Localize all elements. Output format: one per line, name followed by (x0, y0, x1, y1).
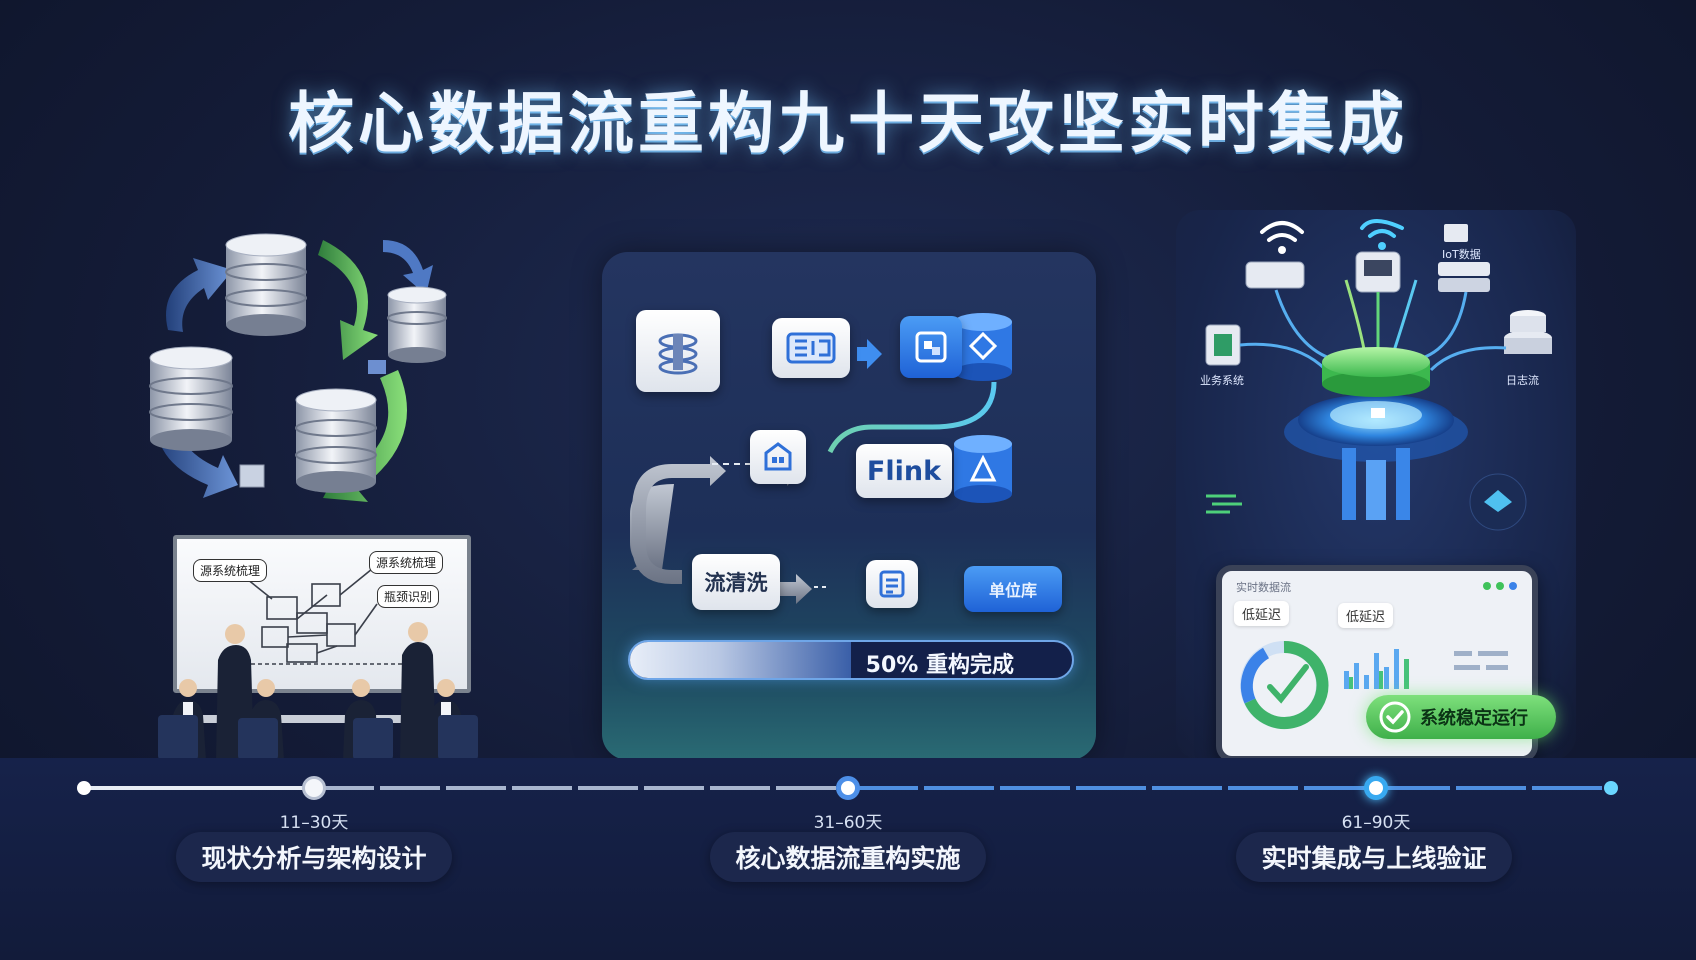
staging-node (750, 430, 806, 484)
phase1-illustration: 源系统梳理 源系统梳理 瓶颈识别 (128, 210, 518, 760)
check-circle-icon (1379, 701, 1411, 733)
ingest-node (772, 318, 850, 378)
timeline-end-dot (1604, 781, 1618, 795)
iot-label: IoT数据 (1442, 248, 1481, 261)
package-icon (764, 442, 792, 471)
timeline-track (848, 786, 1610, 790)
progress-bar: 50% 重构完成 (628, 640, 1074, 680)
phase-name: 现状分析与架构设计 (176, 832, 452, 882)
flink-label: Flink (866, 455, 942, 487)
flink-node: Flink (856, 444, 952, 498)
whiteboard-label: 源系统梳理 (193, 559, 268, 582)
timeline-marker[interactable] (302, 776, 326, 800)
phase-days: 61–90天 (1341, 813, 1411, 833)
timeline-start-dot (77, 781, 91, 795)
realtime-hub-diagram (1205, 219, 1552, 531)
data-hub-icon (658, 333, 698, 375)
window-controls-icon (1483, 582, 1517, 590)
timeline-track (314, 786, 848, 790)
database-cluster-icon (149, 233, 447, 502)
phase2-pipeline-panel: Flink 流清洗 单位库 50% 重构完成 (602, 252, 1096, 760)
stream-clean-node: 流清洗 (692, 554, 780, 610)
phase3-integration-panel: IoT数据 业务系统 日志流 实时数据流 低延迟 低延迟 系统稳定运行 (1176, 210, 1576, 762)
unit-store-label: 单位库 (988, 581, 1037, 600)
transform-node (900, 316, 962, 378)
wifi-icon (1360, 219, 1404, 238)
legend-icon (1454, 651, 1508, 670)
timeline-marker[interactable] (1364, 776, 1388, 800)
bar-chart-icon (1344, 649, 1409, 689)
validate-node (866, 560, 918, 608)
message-queue-icon (786, 332, 836, 364)
page-title: 核心数据流重构九十天攻坚实时集成 (288, 85, 1408, 162)
latency-chip: 低延迟 (1234, 601, 1290, 626)
whiteboard-label: 瓶颈识别 (377, 585, 440, 608)
meeting-team-illustration (158, 622, 478, 760)
source-node (636, 310, 720, 392)
business-system-label: 业务系统 (1200, 374, 1244, 387)
checklist-icon (879, 570, 905, 598)
stream-clean-label: 流清洗 (704, 571, 768, 595)
phase-days: 11–30天 (279, 813, 349, 833)
timeline-track (84, 786, 314, 790)
phase-name: 核心数据流重构实施 (710, 832, 986, 882)
whiteboard-label: 源系统梳理 (369, 551, 444, 574)
log-stream-label: 日志流 (1506, 374, 1539, 387)
system-stable-label: 系统稳定运行 (1420, 708, 1528, 729)
phase-days: 31–60天 (813, 813, 883, 833)
unit-store-node: 单位库 (964, 566, 1062, 612)
progress-fill (630, 642, 851, 678)
system-stable-badge: 系统稳定运行 (1366, 695, 1556, 739)
progress-label: 50% 重构完成 (865, 653, 1014, 678)
latency-chip: 低延迟 (1338, 603, 1394, 628)
transform-icon (915, 331, 947, 363)
dashboard-title: 实时数据流 (1236, 581, 1291, 594)
timeline-marker[interactable] (836, 776, 860, 800)
phase-name: 实时集成与上线验证 (1236, 832, 1512, 882)
gauge-icon (1240, 640, 1329, 729)
wifi-icon (1260, 221, 1304, 242)
